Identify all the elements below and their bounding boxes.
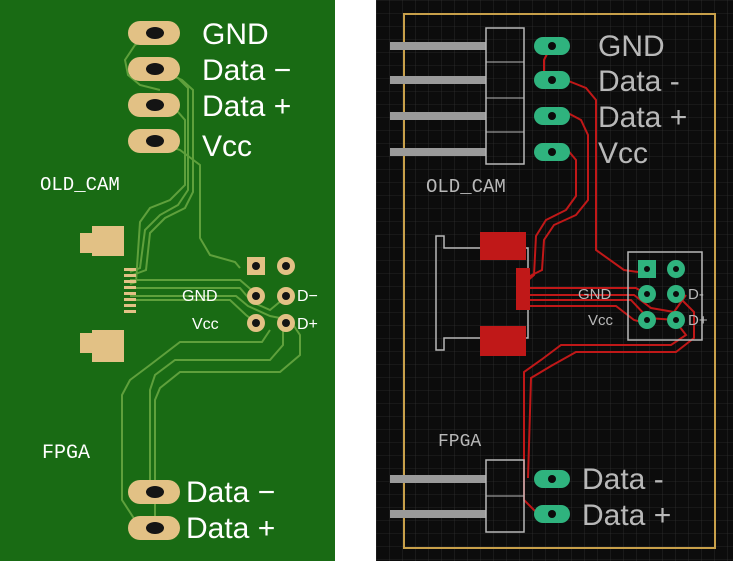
usb-header-labels: GND Vcc D− D+ <box>182 288 318 333</box>
editor-fpga-label: FPGA <box>438 432 481 452</box>
trace-cam-data-minus-b <box>129 69 194 277</box>
usb-label-gnd: GND <box>182 288 218 305</box>
usb-header-pads <box>247 257 295 332</box>
epin-label-gnd: GND <box>598 30 665 63</box>
cam-pin-label-gnd: GND <box>202 18 269 51</box>
usb-label-dplus: D+ <box>297 316 318 333</box>
pad-fpga-data-minus <box>128 480 180 504</box>
cam-connector-label: OLD_CAM <box>40 174 120 196</box>
editor-fpga-pin-labels: Data - Data + <box>582 463 671 532</box>
usb-label-dminus: D− <box>297 288 318 305</box>
efpga-label-data-plus: Data + <box>582 499 671 532</box>
fpga-pin-label-data-plus: Data + <box>186 512 275 545</box>
layout-editor-panel: GND Data - Data + Vcc OLD_CAM <box>376 0 733 561</box>
editor-usb-connector <box>435 232 530 356</box>
fpga-connector-label: FPGA <box>42 442 90 465</box>
usb-signal-pads <box>516 268 530 310</box>
etrace-cam-vcc <box>525 147 577 283</box>
cam-connector-pads <box>128 21 180 153</box>
trace-cam-data-plus <box>129 104 186 285</box>
trace-usb-gnd <box>130 279 256 294</box>
pad-cam-vcc <box>128 129 180 153</box>
fpga-connector-pads <box>128 480 180 540</box>
cam-header-pins <box>390 42 486 156</box>
editor-fpga-pads <box>534 470 570 523</box>
editor-cam-pads <box>534 37 570 161</box>
rendered-pcb-svg: GND Data − Data + Vcc OLD_CAM <box>0 0 335 561</box>
epin-label-data-minus: Data - <box>598 65 680 98</box>
rendered-pcb-panel: GND Data − Data + Vcc OLD_CAM <box>0 0 335 561</box>
eusb-label-dminus: D- <box>688 286 704 303</box>
editor-usb-header <box>627 251 703 341</box>
cam-pin-label-data-minus: Data − <box>202 54 291 87</box>
cam-header-body <box>485 27 525 165</box>
cam-pin-labels: GND Data − Data + Vcc <box>202 18 291 163</box>
usb-shield-bottom <box>480 326 526 356</box>
eusb-label-vcc: Vcc <box>588 312 614 329</box>
editor-cam-label: OLD_CAM <box>426 176 506 198</box>
cam-pin-label-data-plus: Data + <box>202 90 291 123</box>
layout-editor-svg: GND Data - Data + Vcc OLD_CAM <box>376 0 733 561</box>
trace-fpga-extra <box>121 329 271 521</box>
etrace-cam-data-plus <box>525 111 589 279</box>
trace-cam-data-minus <box>129 69 189 273</box>
etrace-usb-dplus <box>526 299 677 321</box>
usb-label-vcc: Vcc <box>192 316 219 333</box>
etrace-usb-dminus <box>526 294 687 314</box>
etrace-fpga-data-minus <box>527 299 695 479</box>
epin-label-data-plus: Data + <box>598 101 687 134</box>
efpga-label-data-minus: Data - <box>582 463 664 496</box>
epin-label-vcc: Vcc <box>598 137 648 170</box>
editor-cam-pin-labels: GND Data - Data + Vcc <box>598 30 687 170</box>
editor-usb-labels: GND Vcc D- D+ <box>578 286 708 329</box>
small-connector-footprint <box>80 226 136 362</box>
pad-fpga-data-plus <box>128 516 180 540</box>
usb-shield-top <box>480 232 526 260</box>
eusb-label-dplus: D+ <box>688 312 708 329</box>
eusb-label-gnd: GND <box>578 286 612 303</box>
trace-usb-dplus <box>130 295 291 321</box>
trace-fpga-data-minus <box>149 323 284 491</box>
cam-pin-label-vcc: Vcc <box>202 130 252 163</box>
trace-fpga-data-plus <box>154 319 301 520</box>
fpga-pin-labels: Data − Data + <box>186 476 275 545</box>
fpga-header-pins <box>390 475 486 518</box>
fpga-pin-label-data-minus: Data − <box>186 476 275 509</box>
trace-cam-vcc <box>154 140 241 269</box>
board-outline <box>403 13 716 549</box>
pad-cam-gnd <box>128 21 180 45</box>
pad-cam-data-plus <box>128 93 180 117</box>
usb-pad-top-left <box>247 257 265 275</box>
etrace-cam-data-minus <box>565 79 639 273</box>
pad-cam-data-minus <box>128 57 180 81</box>
